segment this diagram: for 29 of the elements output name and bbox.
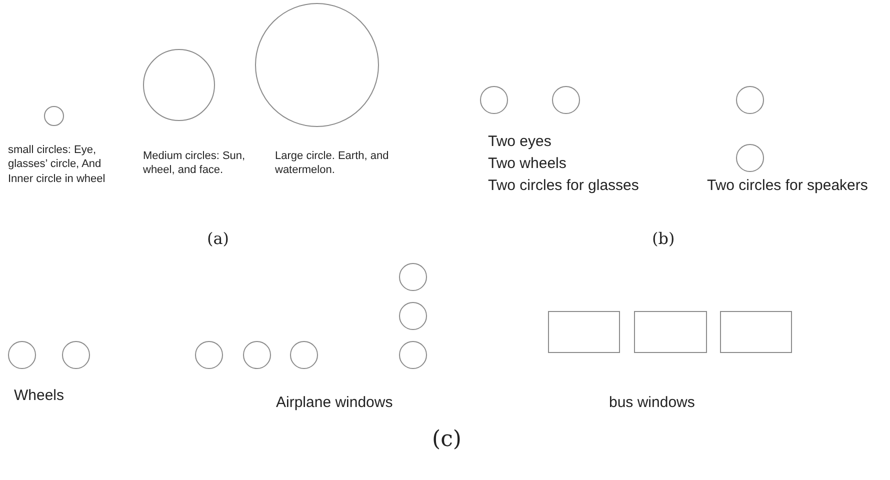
circle-shape xyxy=(399,263,427,291)
caption-text: Two eyes xyxy=(488,132,552,152)
window-rectangle xyxy=(634,311,707,353)
panel-label: (c) xyxy=(432,426,462,454)
circle-shape xyxy=(736,144,764,172)
circle-shape xyxy=(552,86,580,114)
caption-text: Large circle. Earth, and watermelon. xyxy=(275,149,390,178)
circle-shape xyxy=(399,302,427,330)
caption-text: bus windows xyxy=(609,393,695,412)
panel-label: (a) xyxy=(207,229,230,250)
caption-text: Two wheels xyxy=(488,154,566,174)
circle-shape xyxy=(62,341,90,369)
circle-shape xyxy=(243,341,271,369)
caption-text: Wheels xyxy=(14,386,64,406)
caption-text: Two circles for glasses xyxy=(488,176,639,196)
circle-shape xyxy=(8,341,36,369)
circle-shape xyxy=(290,341,318,369)
window-rectangle xyxy=(548,311,620,353)
circle-shape xyxy=(195,341,223,369)
caption-text: small circles: Eye, glasses’ circle, And Inner circle in wheel xyxy=(8,143,106,186)
circle-shape xyxy=(399,341,427,369)
caption-text: Two circles for speakers xyxy=(707,176,868,196)
caption-text: Airplane windows xyxy=(276,393,393,412)
circle-shape xyxy=(736,86,764,114)
panel-label: (b) xyxy=(652,229,675,250)
window-rectangle xyxy=(720,311,792,353)
circle-shape xyxy=(44,106,64,126)
caption-text: Medium circles: Sun, wheel, and face. xyxy=(143,149,246,178)
circle-shape xyxy=(480,86,508,114)
